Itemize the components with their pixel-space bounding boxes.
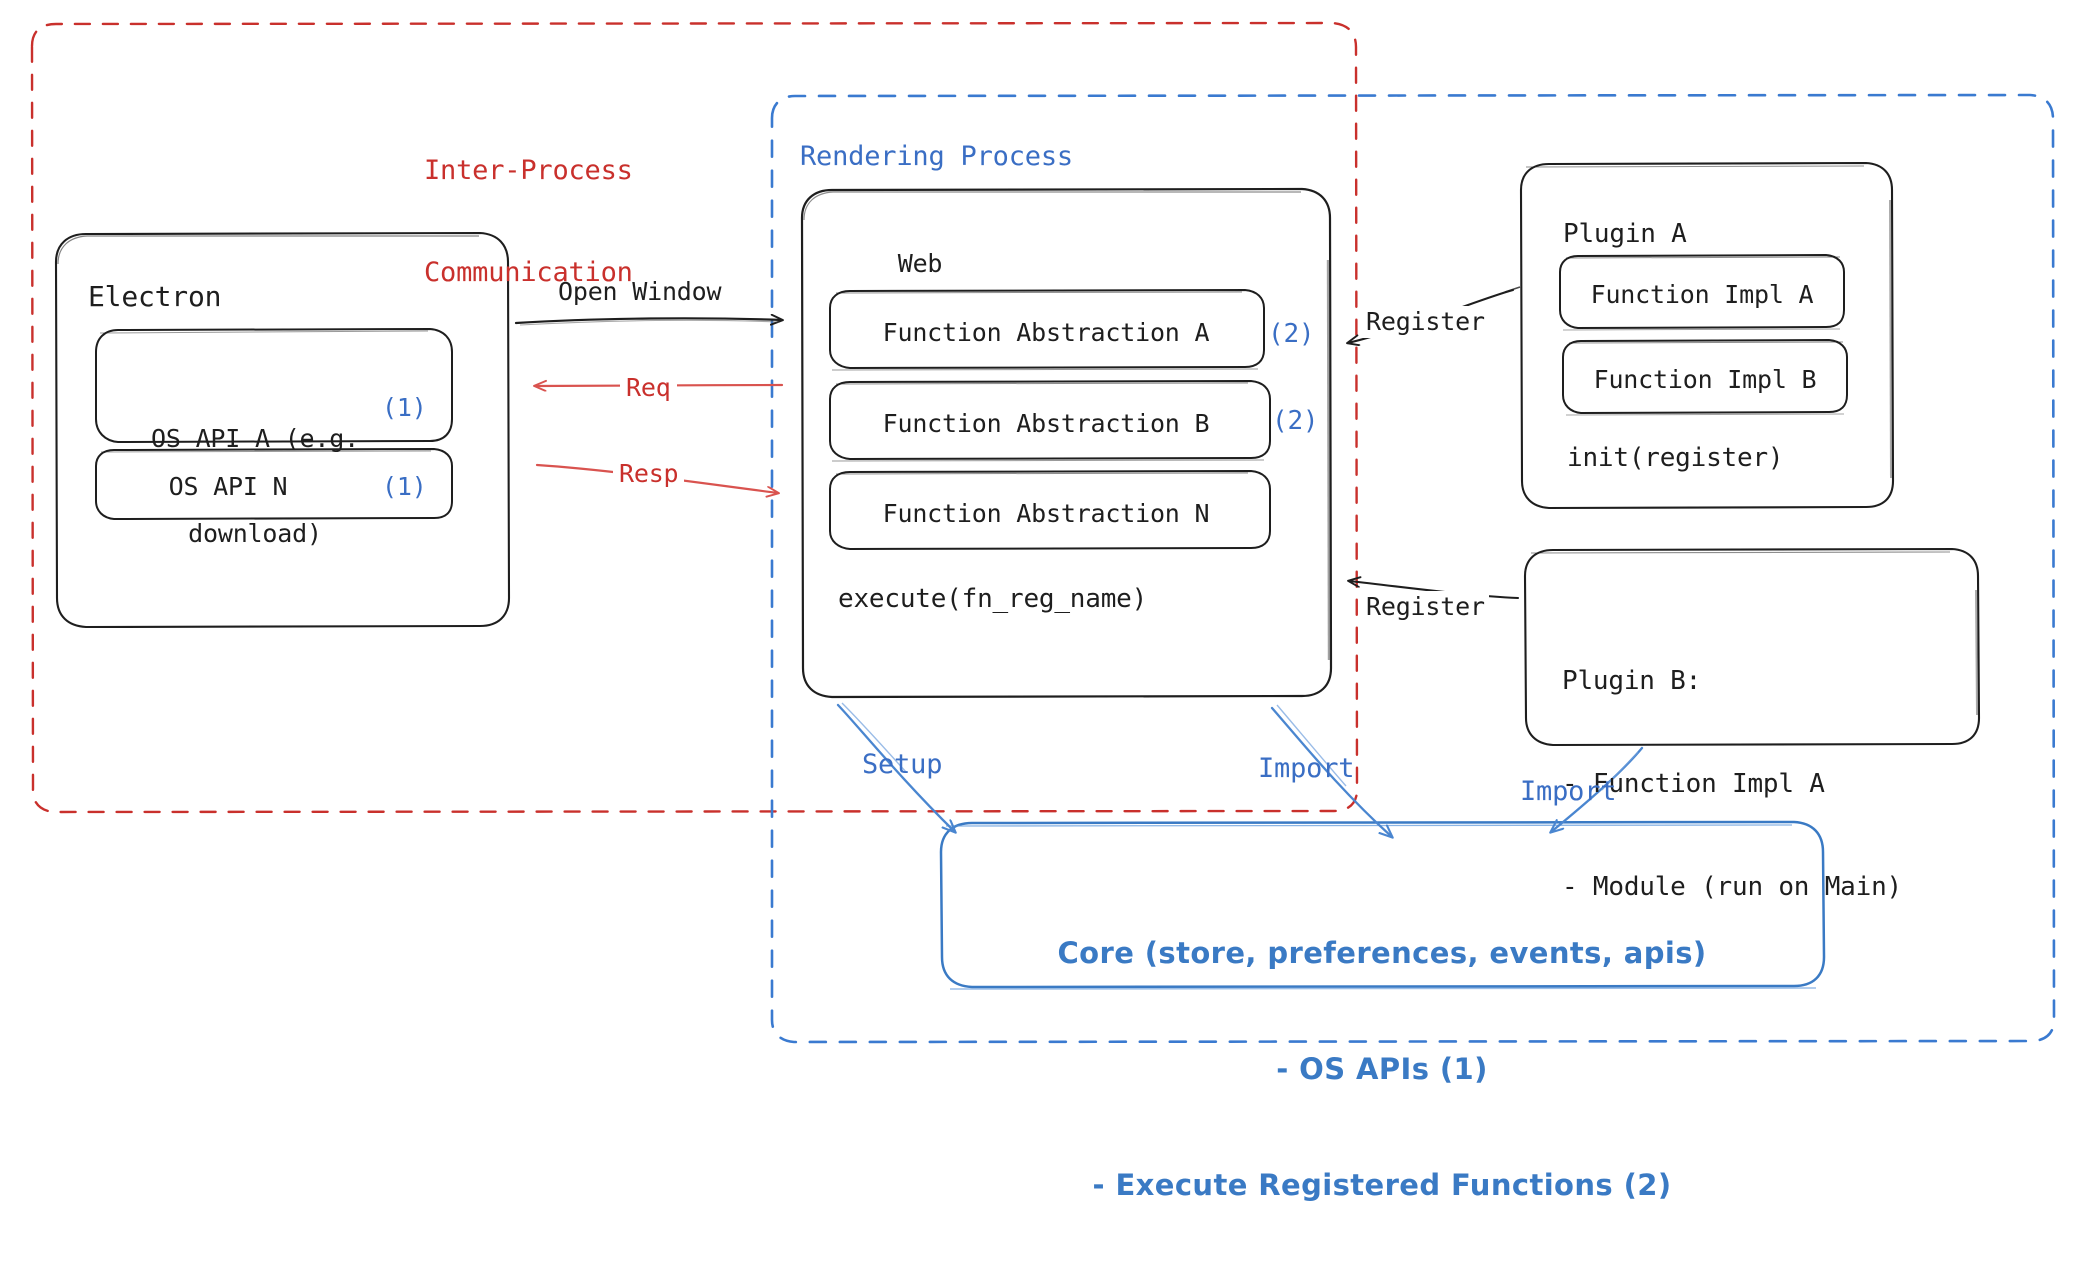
core-box <box>939 820 1826 990</box>
plugin-b-line-3: - Module (run on Main) <box>1562 871 1902 902</box>
diagram-canvas <box>30 21 2056 1044</box>
core-line-1: Core (store, preferences, events, apis) <box>1057 936 1707 971</box>
function-abstraction-b-box <box>829 380 1271 462</box>
os-api-a-label: OS API A (e.g. download) <box>110 360 400 612</box>
function-abstraction-b-label: Function Abstraction B <box>882 409 1210 438</box>
os-api-a-line-1: OS API A (e.g. <box>151 424 359 453</box>
function-impl-b-box <box>1562 339 1848 416</box>
arrow-setup <box>836 702 955 832</box>
function-abstraction-a-box <box>829 289 1265 371</box>
architecture-diagram: Inter-Process Communication Rendering Pr… <box>30 21 2056 1202</box>
web-title: Web <box>897 249 943 278</box>
web-execute-label: execute(fn_reg_name) <box>838 584 1148 614</box>
core-text: Core (store, preferences, events, apis) … <box>942 857 1822 1281</box>
function-abstraction-n-box <box>829 470 1271 550</box>
arrow-import-web <box>1270 704 1392 837</box>
os-api-n-label: OS API N <box>168 472 288 501</box>
function-abstraction-a-label: Function Abstraction A <box>882 318 1210 347</box>
function-abstraction-a-badge: (2) <box>1268 319 1315 349</box>
plugin-b-box <box>1523 547 1981 747</box>
os-api-a-line-2: download) <box>188 518 322 548</box>
plugin-a-box <box>1519 161 1895 510</box>
os-api-a-badge: (1) <box>382 393 427 422</box>
function-abstraction-b-badge: (2) <box>1272 406 1319 436</box>
rendering-process-label: Rendering Process <box>800 141 1073 172</box>
arrow-label-req: Req <box>620 372 677 404</box>
ipc-boundary <box>30 21 1359 814</box>
arrow-label-import-plugin-b: Import <box>1520 776 1617 807</box>
arrow-label-setup: Setup <box>862 749 943 780</box>
arrow-open-window <box>514 318 782 325</box>
function-impl-b-label: Function Impl B <box>1593 365 1817 394</box>
plugin-a-init-label: init(register) <box>1567 443 1784 473</box>
os-api-n-box <box>95 448 453 520</box>
plugin-a-title: Plugin A <box>1563 219 1687 249</box>
arrow-label-register-plugin-b: Register <box>1362 591 1489 623</box>
arrow-label-import-web: Import <box>1258 753 1355 784</box>
function-abstraction-n-label: Function Abstraction N <box>882 499 1210 528</box>
plugin-b-line-1: Plugin B: <box>1562 665 1702 696</box>
plugin-b-line-2: - Function Impl A <box>1562 768 1825 799</box>
os-api-a-box <box>95 328 453 443</box>
ipc-boundary-label: Inter-Process Communication <box>424 86 633 358</box>
os-api-n-badge: (1) <box>382 472 427 501</box>
electron-title: Electron <box>88 280 222 313</box>
core-line-3: - Execute Registered Functions (2) <box>1092 1167 1672 1202</box>
plugin-b-text: Plugin B: - Function Impl A - Module (ru… <box>1562 595 1902 972</box>
rendering-process-boundary <box>770 93 2056 1044</box>
function-impl-a-label: Function Impl A <box>1590 280 1814 309</box>
core-line-2: - OS APIs (1) <box>1276 1051 1488 1086</box>
arrow-label-open-window: Open Window <box>558 277 722 306</box>
arrow-label-resp: Resp <box>613 458 685 490</box>
function-impl-a-box <box>1559 254 1845 331</box>
arrow-label-register-plugin-a: Register <box>1362 306 1489 338</box>
ipc-label-line-1: Inter-Process <box>424 155 633 187</box>
arrow-import-plugin-b <box>1551 746 1644 832</box>
ipc-label-line-2: Communication <box>424 257 633 289</box>
